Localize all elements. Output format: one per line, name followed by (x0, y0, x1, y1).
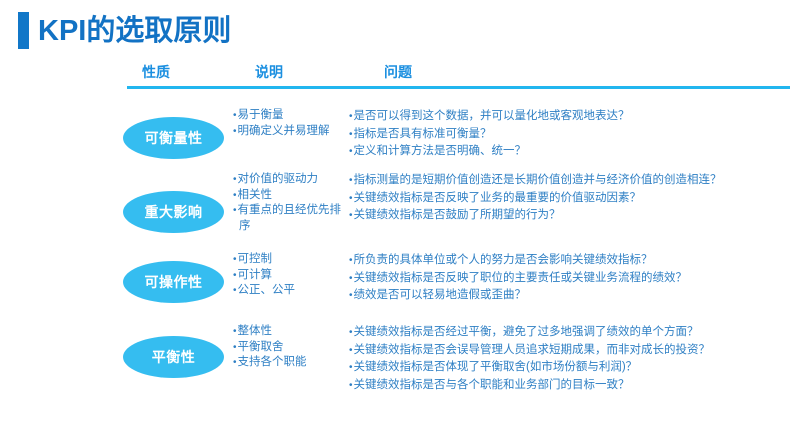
list-item: 关键绩效指标是否鼓励了所期望的行为？ (349, 207, 789, 225)
questions-list: 是否可以得到这个数据，并可以量化地或客观地表达？ 指标是否具有标准可衡量？ 定义… (349, 108, 789, 161)
description-list: 可控制 可计算 公正、公平 (233, 252, 345, 299)
list-item: 关键绩效指标是否反映了业务的最重要的价值驱动因素？ (349, 190, 789, 208)
list-item: 支持各个职能 (233, 355, 345, 371)
list-item: 可计算 (233, 268, 345, 284)
list-item: 绩效是否可以轻易地造假或歪曲？ (349, 287, 789, 305)
title-accent-bar (18, 12, 29, 49)
list-item: 关键绩效指标是否与各个职能和业务部门的目标一致？ (349, 377, 789, 395)
questions-list: 指标测量的是短期价值创造还是长期价值创造并与经济价值的创造相连？ 关键绩效指标是… (349, 172, 789, 225)
nature-pill-label: 可衡量性 (144, 130, 203, 146)
questions-list: 关键绩效指标是否经过平衡，避免了过多地强调了绩效的单个方面？ 关键绩效指标是否会… (349, 324, 789, 394)
list-item: 易于衡量 (233, 108, 345, 124)
list-item: 有重点的且经优先排序 (233, 203, 345, 234)
description-list: 整体性 平衡取舍 支持各个职能 (233, 324, 345, 371)
column-header-nature: 性质 (142, 64, 170, 80)
description-list: 易于衡量 明确定义并易理解 (233, 108, 345, 139)
questions-cell: 指标测量的是短期价值创造还是长期价值创造并与经济价值的创造相连？ 关键绩效指标是… (349, 172, 789, 225)
list-item: 可控制 (233, 252, 345, 268)
questions-cell: 所负责的具体单位或个人的努力是否会影响关键绩效指标？ 关键绩效指标是否反映了职位… (349, 252, 789, 305)
questions-cell: 是否可以得到这个数据，并可以量化地或客观地表达？ 指标是否具有标准可衡量？ 定义… (349, 108, 789, 161)
list-item: 定义和计算方法是否明确、统一？ (349, 143, 789, 161)
page-title: KPI的选取原则 (18, 12, 231, 49)
description-cell: 整体性 平衡取舍 支持各个职能 (233, 324, 345, 371)
nature-pill-label: 平衡性 (151, 349, 196, 365)
nature-pill-major-impact: 重大影响 (123, 191, 224, 233)
nature-pill-balance: 平衡性 (123, 336, 224, 378)
list-item: 关键绩效指标是否经过平衡，避免了过多地强调了绩效的单个方面？ (349, 324, 789, 342)
questions-list: 所负责的具体单位或个人的努力是否会影响关键绩效指标？ 关键绩效指标是否反映了职位… (349, 252, 789, 305)
list-item: 关键绩效指标是否体现了平衡取舍(如市场份额与利润)？ (349, 359, 789, 377)
list-item: 相关性 (233, 188, 345, 204)
list-item: 对价值的驱动力 (233, 172, 345, 188)
list-item: 明确定义并易理解 (233, 124, 345, 140)
list-item: 指标测量的是短期价值创造还是长期价值创造并与经济价值的创造相连？ (349, 172, 789, 190)
description-cell: 可控制 可计算 公正、公平 (233, 252, 345, 299)
nature-pill-label: 可操作性 (144, 274, 203, 290)
page-title-text: KPI的选取原则 (38, 14, 232, 47)
nature-pill-measurability: 可衡量性 (123, 117, 224, 159)
list-item: 是否可以得到这个数据，并可以量化地或客观地表达？ (349, 108, 789, 126)
list-item: 指标是否具有标准可衡量？ (349, 126, 789, 144)
nature-pill-label: 重大影响 (144, 204, 203, 220)
table-header-row: 性质 说明 问题 (127, 62, 790, 86)
header-divider (127, 86, 790, 89)
questions-cell: 关键绩效指标是否经过平衡，避免了过多地强调了绩效的单个方面？ 关键绩效指标是否会… (349, 324, 789, 394)
description-list: 对价值的驱动力 相关性 有重点的且经优先排序 (233, 172, 345, 234)
list-item: 整体性 (233, 324, 345, 340)
column-header-questions: 问题 (384, 64, 412, 80)
nature-pill-operability: 可操作性 (123, 261, 224, 303)
column-header-description: 说明 (255, 64, 283, 80)
list-item: 关键绩效指标是否反映了职位的主要责任或关键业务流程的绩效？ (349, 270, 789, 288)
description-cell: 易于衡量 明确定义并易理解 (233, 108, 345, 139)
list-item: 公正、公平 (233, 283, 345, 299)
list-item: 所负责的具体单位或个人的努力是否会影响关键绩效指标？ (349, 252, 789, 270)
description-cell: 对价值的驱动力 相关性 有重点的且经优先排序 (233, 172, 345, 234)
list-item: 平衡取舍 (233, 340, 345, 356)
list-item: 关键绩效指标是否会误导管理人员追求短期成果，而非对成长的投资？ (349, 342, 789, 360)
